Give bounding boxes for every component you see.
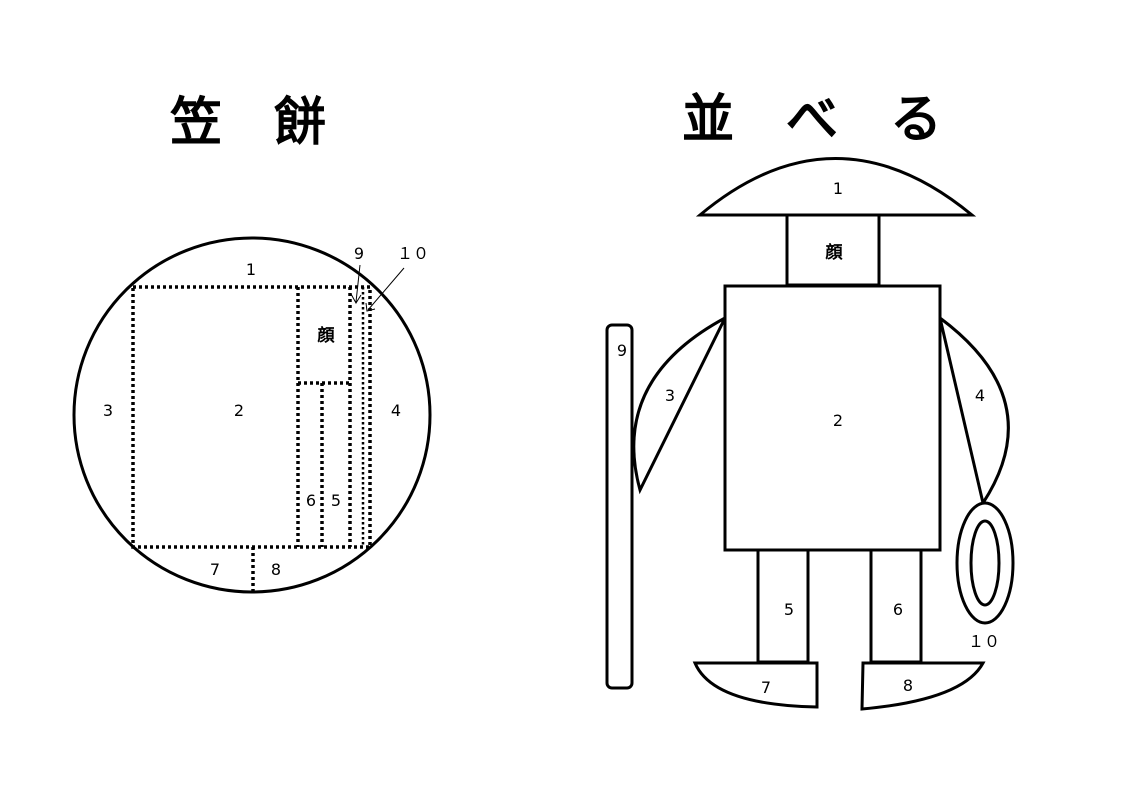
hat-piece <box>695 157 977 217</box>
right-label-3: 3 <box>665 386 675 405</box>
left-label-2: 2 <box>234 401 244 420</box>
left-label-6: 6 <box>306 491 316 510</box>
right-arm-piece <box>937 314 1010 507</box>
right-label-1: 1 <box>833 179 843 198</box>
left-label-face: 顔 <box>317 325 336 346</box>
right-label-4: 4 <box>975 386 985 405</box>
right-label-8: 8 <box>903 676 913 695</box>
right-label-10: １０ <box>968 632 1000 651</box>
right-assembly-diagram: 並 べ る 1 顔 2 3 4 5 6 7 8 9 １０ <box>605 90 1015 711</box>
right-label-6: 6 <box>893 600 903 619</box>
right-label-2: 2 <box>833 411 843 430</box>
face-piece <box>785 213 881 287</box>
right-leg-piece <box>869 548 923 664</box>
pointer-10-head <box>365 302 376 312</box>
left-label-5: 5 <box>331 491 341 510</box>
cut-outer-rect <box>131 285 372 549</box>
left-arm-piece <box>632 314 729 495</box>
staff-piece <box>605 323 634 690</box>
body-piece <box>723 284 942 552</box>
right-title: 並 べ る <box>682 90 942 150</box>
ring-inner <box>969 519 1001 607</box>
left-label-10: １０ <box>397 244 429 263</box>
left-leg-piece <box>756 548 810 664</box>
left-title: 笠 餅 <box>170 93 326 153</box>
left-label-1: 1 <box>246 260 256 279</box>
left-label-4: 4 <box>391 401 401 420</box>
left-label-7: 7 <box>210 560 220 579</box>
left-foot-piece <box>692 661 819 709</box>
left-label-9: 9 <box>354 244 364 263</box>
left-label-3: 3 <box>103 401 113 420</box>
right-label-5: 5 <box>784 600 794 619</box>
right-label-9: 9 <box>617 341 627 360</box>
right-label-face: 顔 <box>825 242 844 263</box>
right-foot-piece <box>860 661 986 711</box>
right-label-7: 7 <box>761 678 771 697</box>
pointer-10 <box>367 267 405 311</box>
mochi-circle <box>72 236 432 594</box>
pointer-9 <box>355 264 361 303</box>
left-cutting-diagram: 笠 餅 1 2 3 4 5 6 7 8 9 １０ 顔 <box>72 93 432 594</box>
pointer-9-head <box>350 293 362 304</box>
left-label-8: 8 <box>271 560 281 579</box>
cut-lines <box>131 285 372 593</box>
